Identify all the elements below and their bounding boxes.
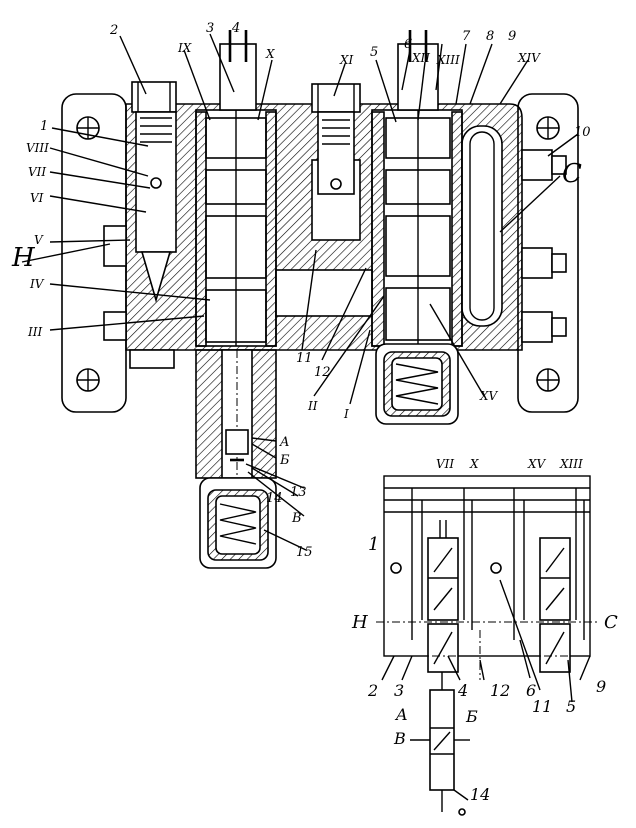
sch-label-VII: VII xyxy=(436,457,454,471)
label-XV: XV xyxy=(479,389,499,403)
label-XIV: XIV xyxy=(517,51,541,65)
label-II: II xyxy=(307,399,318,413)
sch-label-H: H xyxy=(351,612,368,633)
label-XII: XII xyxy=(411,51,430,65)
sch-label-A: A xyxy=(394,705,408,724)
left-stem xyxy=(219,43,257,111)
check-valve-11 xyxy=(490,562,502,574)
label-6: 6 xyxy=(404,37,412,52)
sch-label-5: 5 xyxy=(566,697,576,716)
check-valve-1 xyxy=(390,562,402,574)
sch-label-4: 4 xyxy=(457,681,468,700)
label-V-cyr: В xyxy=(291,511,302,526)
bolts-10 xyxy=(521,149,567,343)
label-IV: IV xyxy=(29,277,45,291)
schematic-leader-lines xyxy=(381,579,591,703)
hydraulic-schematic xyxy=(376,475,600,816)
sch-label-14: 14 xyxy=(470,785,490,804)
label-A: A xyxy=(279,435,289,450)
schematic-labels: VII X XV XIII 1 H C 2 3 4 12 6 11 5 9 A … xyxy=(351,457,618,804)
label-7: 7 xyxy=(462,29,471,44)
sch-label-XV: XV xyxy=(527,457,547,471)
label-B-cyr: Б xyxy=(279,453,290,468)
sch-label-B-cyr: Б xyxy=(465,707,478,726)
sch-label-12: 12 xyxy=(490,681,510,700)
cross-channel xyxy=(275,269,373,317)
sch-label-6: 6 xyxy=(526,681,536,700)
label-10: 10 xyxy=(574,125,591,140)
schem-valve-left xyxy=(427,537,459,621)
label-3: 3 xyxy=(206,21,214,36)
sch-label-3: 3 xyxy=(394,681,404,700)
sch-label-XIII: XIII xyxy=(559,457,583,471)
needle-tip xyxy=(140,251,172,303)
sch-label-1: 1 xyxy=(368,534,379,555)
leader-lines xyxy=(21,33,579,551)
bottom-nut-left xyxy=(129,349,175,369)
label-2: 2 xyxy=(109,23,118,38)
spring-right xyxy=(395,363,439,405)
label-14: 14 xyxy=(266,491,283,506)
label-9: 9 xyxy=(508,29,516,44)
label-XI: XI xyxy=(339,53,354,67)
sch-label-X: X xyxy=(469,457,479,471)
label-8: 8 xyxy=(486,29,494,44)
plug-2-head xyxy=(131,81,177,113)
label-III: III xyxy=(27,325,42,339)
spring-15 xyxy=(219,503,257,545)
left-spool xyxy=(205,110,267,346)
label-I: I xyxy=(343,407,349,421)
label-5: 5 xyxy=(370,45,378,60)
sch-label-V-cyr: В xyxy=(393,729,406,748)
sch-label-9: 9 xyxy=(596,677,606,696)
sch-label-11: 11 xyxy=(532,697,552,716)
label-13: 13 xyxy=(290,485,307,500)
label-11: 11 xyxy=(296,351,313,366)
label-X: X xyxy=(265,47,275,61)
channel-C xyxy=(461,125,503,327)
label-H: H xyxy=(11,243,36,273)
label-C: C xyxy=(562,159,582,189)
drawing-labels: 2 3 4 IX X XI 5 6 XII XIII 7 8 9 XIV 10 … xyxy=(11,21,591,560)
label-VII: VII xyxy=(28,165,46,179)
label-VI: VI xyxy=(30,191,44,205)
label-1: 1 xyxy=(40,119,48,134)
label-4: 4 xyxy=(231,21,240,36)
schem-valve-right xyxy=(539,537,571,621)
valve-sectional-drawing xyxy=(61,30,579,569)
label-12: 12 xyxy=(314,365,331,380)
sch-label-2: 2 xyxy=(367,681,378,700)
label-15: 15 xyxy=(296,545,313,560)
right-spool xyxy=(385,110,451,346)
label-IX: IX xyxy=(177,41,192,55)
label-V: V xyxy=(34,233,44,247)
sch-label-C: C xyxy=(604,612,618,633)
label-XIII: XIII xyxy=(436,53,460,67)
label-VIII: VIII xyxy=(26,141,49,155)
